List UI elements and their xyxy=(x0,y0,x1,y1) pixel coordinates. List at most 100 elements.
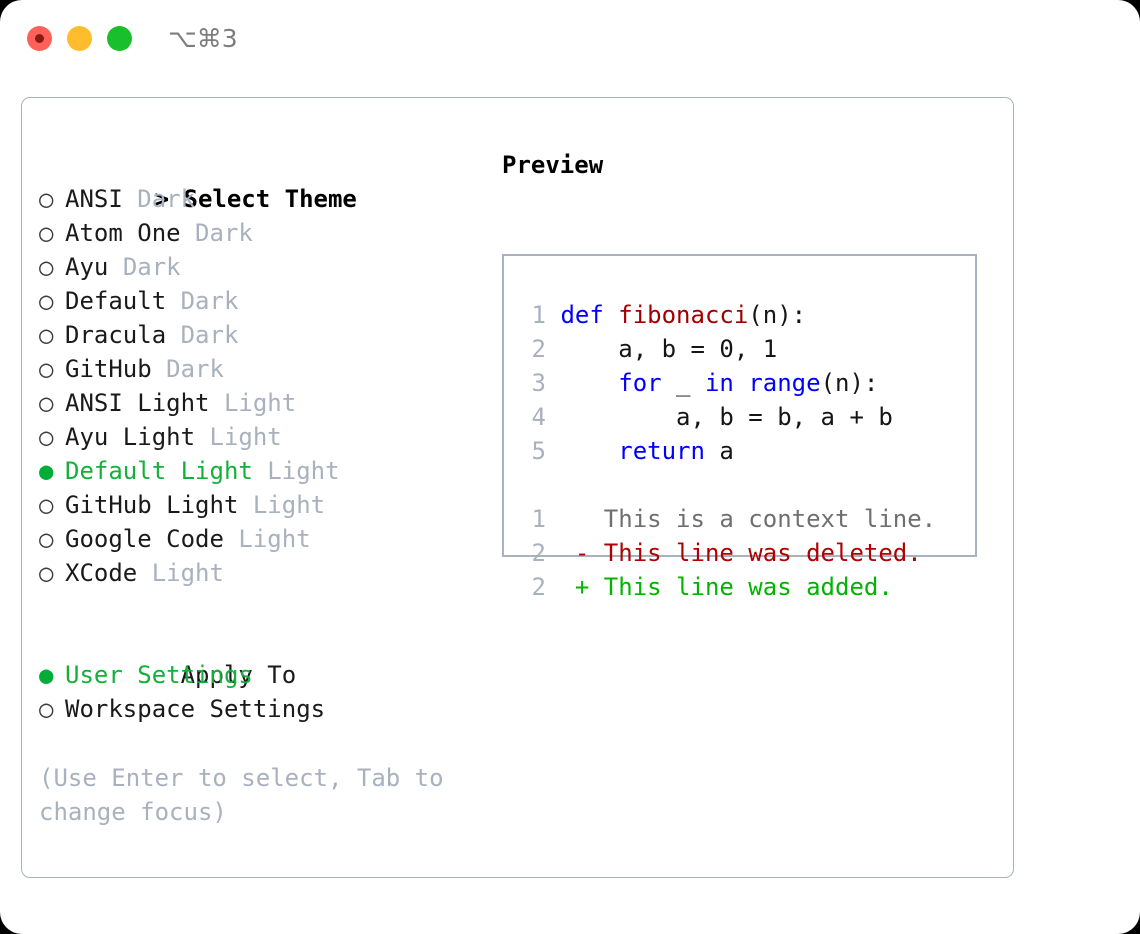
theme-selector-panel: > Select Theme ○ANSI Dark○Atom One Dark○… xyxy=(21,97,1014,878)
code-token: fibonacci xyxy=(618,301,749,329)
code-token: a, b = b, a + b xyxy=(560,403,893,431)
radio-empty-icon: ○ xyxy=(39,185,54,213)
code-token: a xyxy=(704,437,734,465)
preview-column: Preview 1 def fibonacci(n):2 a, b = 0, 1… xyxy=(502,148,992,601)
theme-list: > Select Theme ○ANSI Dark○Atom One Dark○… xyxy=(39,148,479,726)
code-token: _ xyxy=(661,369,705,397)
theme-option-ayu[interactable]: ○ Ayu Dark xyxy=(39,250,479,284)
theme-option-ansi[interactable]: ○ANSI Dark xyxy=(39,182,479,216)
theme-option-github[interactable]: ○ GitHub Dark xyxy=(39,352,479,386)
code-token: return xyxy=(618,437,705,465)
theme-option-name: GitHub xyxy=(65,355,152,383)
code-line: 2 a, b = 0, 1 xyxy=(522,332,969,366)
line-number: 2 xyxy=(531,335,546,363)
radio-empty-icon: ○ xyxy=(39,491,54,519)
code-line: 1 def fibonacci(n): xyxy=(522,298,969,332)
theme-option-name: Default xyxy=(65,287,167,315)
code-token: (n): xyxy=(748,301,807,329)
theme-variant-badge: Dark xyxy=(166,355,224,383)
minimize-window-button[interactable] xyxy=(67,26,92,51)
radio-selected-icon: ● xyxy=(39,457,54,485)
theme-variant-badge: Light xyxy=(223,389,297,417)
maximize-window-button[interactable] xyxy=(107,26,132,51)
theme-variant-badge: Dark xyxy=(195,219,253,247)
radio-empty-icon: ○ xyxy=(39,695,54,723)
theme-option-name: GitHub Light xyxy=(65,491,239,519)
code-token xyxy=(560,369,618,397)
radio-empty-icon: ○ xyxy=(39,525,54,553)
radio-empty-icon: ○ xyxy=(39,287,54,315)
radio-empty-icon: ○ xyxy=(39,389,54,417)
theme-variant-badge: Light xyxy=(252,491,326,519)
radio-empty-icon: ○ xyxy=(39,321,54,349)
radio-empty-icon: ○ xyxy=(39,423,54,451)
theme-option-dracula[interactable]: ○Dracula Dark xyxy=(39,318,479,352)
theme-option-name: ANSI Light xyxy=(65,389,210,417)
line-number: 4 xyxy=(531,403,546,431)
theme-option-xcode[interactable]: ○XCode Light xyxy=(39,556,479,590)
theme-option-default[interactable]: ○ Default Dark xyxy=(39,284,479,318)
theme-option-name: Ayu Light xyxy=(65,423,196,451)
select-theme-header: > Select Theme xyxy=(39,148,479,213)
theme-variant-badge: Dark xyxy=(180,287,239,315)
theme-option-github-light[interactable]: ○ GitHub Light Light xyxy=(39,488,479,522)
code-token: + This line was added. xyxy=(560,573,893,601)
preview-title: Preview xyxy=(502,151,604,179)
apply-to-option-name: User Settings xyxy=(65,661,253,689)
list-spacer xyxy=(39,590,479,624)
code-token xyxy=(734,369,748,397)
theme-option-atom-one[interactable]: ○Atom One Dark xyxy=(39,216,479,250)
code-token: a, b = 0, 1 xyxy=(560,335,778,363)
apply-to-header-label: Apply To xyxy=(180,661,297,689)
theme-variant-badge: Dark xyxy=(122,253,181,281)
radio-selected-icon: ● xyxy=(39,661,54,689)
theme-option-name: Google Code xyxy=(65,525,224,553)
theme-variant-badge: Light xyxy=(209,423,282,451)
apply-to-option-workspace-settings[interactable]: ○ Workspace Settings xyxy=(39,692,479,726)
apply-to-options[interactable]: ● User Settings ○ Workspace Settings xyxy=(39,658,479,726)
code-line: 5 return a xyxy=(522,434,969,468)
theme-variant-badge: Light xyxy=(238,525,311,553)
radio-empty-icon: ○ xyxy=(39,253,54,281)
code-blank-line xyxy=(522,468,969,502)
code-token: for xyxy=(618,369,662,397)
theme-option-ansi-light[interactable]: ○ ANSI Light Light xyxy=(39,386,479,420)
radio-empty-icon: ○ xyxy=(39,355,54,383)
code-token: - This line was deleted. xyxy=(560,539,922,567)
theme-option-default-light[interactable]: ●Default Light Light xyxy=(39,454,479,488)
apply-to-option-name: Workspace Settings xyxy=(65,695,326,723)
code-token: def xyxy=(560,301,619,329)
theme-option-ayu-light[interactable]: ○ Ayu Light Light xyxy=(39,420,479,454)
apply-to-option-user-settings[interactable]: ● User Settings xyxy=(39,658,479,692)
diff-line: 2 + This line was added. xyxy=(522,570,969,604)
close-window-button[interactable] xyxy=(27,26,52,51)
keyboard-hint-text: (Use Enter to select, Tab to change focu… xyxy=(39,764,459,826)
theme-options[interactable]: ○ANSI Dark○Atom One Dark○Ayu Dark○Defaul… xyxy=(39,182,479,590)
title-bar: ⌥⌘3 xyxy=(0,0,1140,78)
theme-option-name: Atom One xyxy=(65,219,181,247)
diff-line: 1 This is a context line. xyxy=(522,502,969,536)
code-token xyxy=(560,437,618,465)
apply-to-header: Apply To xyxy=(39,624,479,689)
line-number: 5 xyxy=(531,437,546,465)
theme-option-name: Default Light xyxy=(65,457,253,485)
line-number: 3 xyxy=(531,369,546,397)
theme-option-name: Ayu xyxy=(65,253,109,281)
radio-empty-icon: ○ xyxy=(39,559,54,587)
select-theme-header-label: > Select Theme xyxy=(154,185,357,213)
code-token: This is a context line. xyxy=(560,505,937,533)
line-number: 2 xyxy=(531,539,546,567)
code-line: 4 a, b = b, a + b xyxy=(522,400,969,434)
diff-sample: 1 This is a context line.2 - This line w… xyxy=(522,502,969,604)
theme-variant-badge: Light xyxy=(151,559,224,587)
theme-option-name: Dracula xyxy=(65,321,167,349)
line-number: 1 xyxy=(531,505,546,533)
theme-variant-badge: Dark xyxy=(137,185,196,213)
line-number: 2 xyxy=(531,573,546,601)
theme-option-google-code[interactable]: ○ Google Code Light xyxy=(39,522,479,556)
diff-line: 2 - This line was deleted. xyxy=(522,536,969,570)
